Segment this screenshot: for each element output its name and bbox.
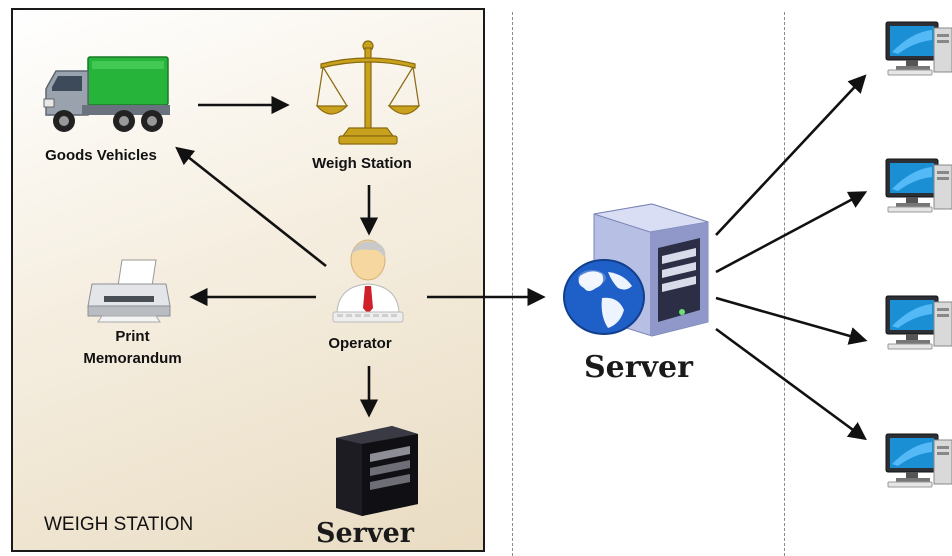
printer-icon: [87, 259, 171, 323]
operator-label: Operator: [328, 335, 392, 352]
divider-left: [512, 12, 513, 556]
arrow-operator-to-truck: [175, 146, 327, 268]
server-icon: [593, 203, 709, 337]
arrow-server-to-client-4: [715, 327, 867, 441]
print-label-line2: Memorandum: [83, 350, 182, 367]
arrow-server-to-client-1: [715, 74, 867, 236]
scale-icon: [315, 40, 421, 145]
arrow-server-to-client-3: [715, 296, 868, 345]
print-label-line1: Print: [115, 328, 150, 345]
globe-icon: [563, 259, 645, 335]
local-server-label: Server: [316, 518, 414, 549]
weigh-station-section-label: WEIGH STATION: [44, 514, 194, 535]
weigh-station-label: Weigh Station: [312, 155, 412, 172]
central-server-label: Server: [584, 350, 693, 385]
truck-icon: [43, 56, 170, 132]
desktop-computer-icon: [885, 21, 952, 76]
desktop-computer-icon: [885, 295, 952, 350]
divider-right: [784, 12, 785, 556]
desktop-computer-icon: [885, 158, 952, 213]
goods-vehicles-label: Goods Vehicles: [45, 147, 157, 164]
desktop-computer-icon: [885, 433, 952, 488]
operator-icon: [332, 239, 404, 323]
arrow-server-to-client-2: [715, 191, 868, 274]
local-server-icon: [336, 426, 418, 516]
